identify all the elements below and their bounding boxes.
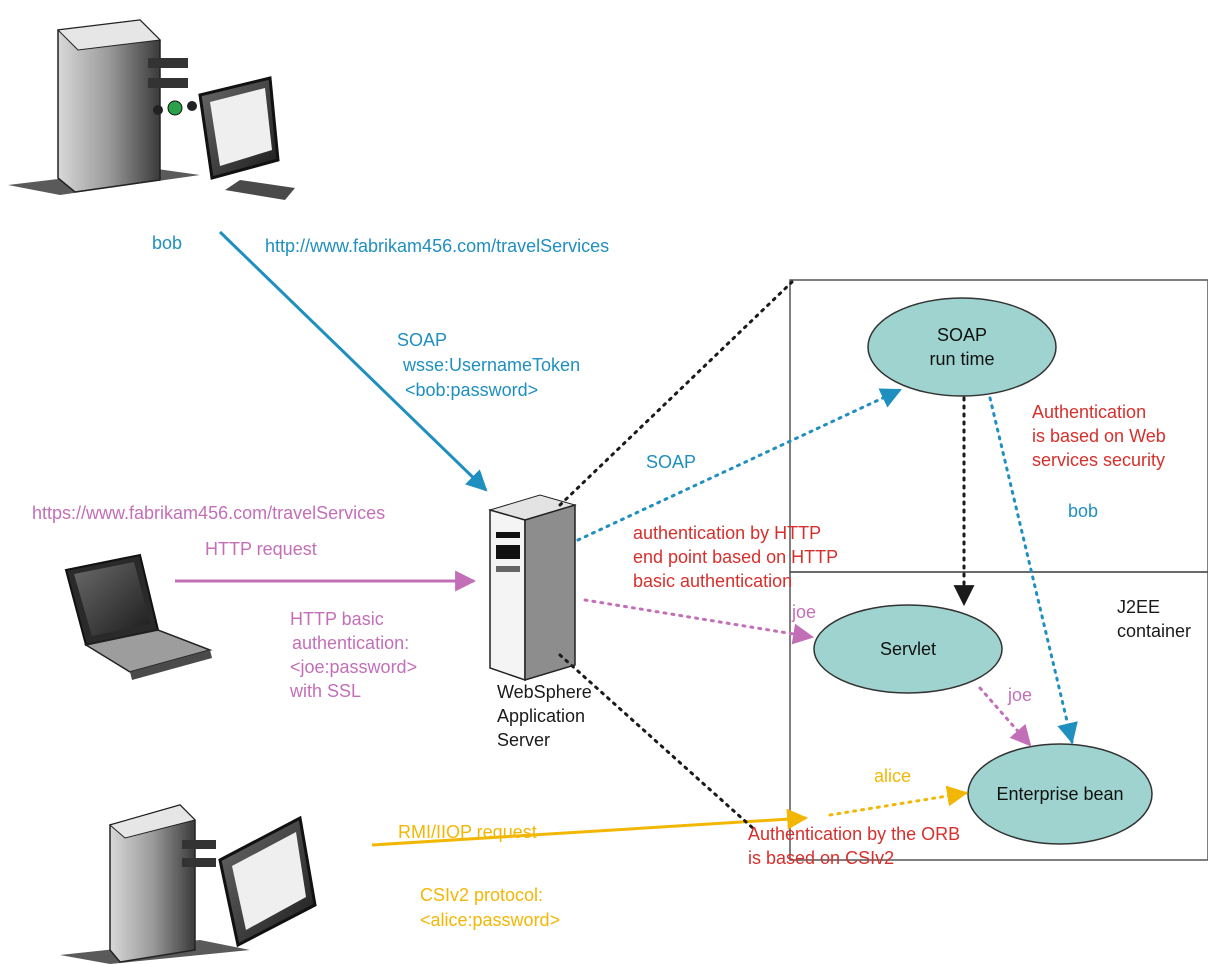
soap-runtime-line2: run time	[929, 349, 995, 369]
soap-runtime-node	[867, 297, 1057, 397]
servlet-label: Servlet	[879, 639, 937, 659]
alice-protocol-label: CSIv2 protocol:	[420, 885, 544, 905]
server-label-line2: Application	[497, 706, 586, 726]
runtime-to-bean-arrow	[988, 396, 1078, 745]
http-auth-note-2: end point based on HTTP	[633, 547, 839, 567]
bob-protocol-label: SOAP	[397, 330, 448, 350]
bob-token-label: wsse:UsernameToken	[403, 355, 581, 375]
alice-request-label: RMI/IIOP request	[398, 822, 537, 842]
joe-auth-line1: HTTP basic	[290, 609, 384, 629]
joe-identity-label-2: joe	[1008, 685, 1033, 705]
orb-auth-note-1: Authentication by the ORB	[748, 824, 961, 844]
joe-request-label: HTTP request	[205, 539, 317, 559]
ws-security-note-3: services security	[1032, 450, 1166, 470]
server-to-soap-box-dotted	[558, 280, 794, 507]
joe-url-label: https://www.fabrikam456.com/travelServic…	[32, 503, 386, 523]
http-auth-note-3: basic authentication	[633, 571, 793, 591]
servlet-to-bean-arrow	[978, 686, 1032, 747]
soap-runtime-line1: SOAP	[936, 325, 988, 345]
container-label-line2: container	[1117, 621, 1192, 641]
alice-credential-label: <alice:password>	[420, 910, 561, 930]
ws-security-note-1: Authentication	[1032, 402, 1147, 422]
orb-auth-note-2: is based on CSIv2	[748, 848, 895, 868]
alice-identity-label: alice	[874, 766, 912, 786]
bob-identity-label: bob	[1068, 501, 1099, 521]
server-to-orb-dotted	[558, 653, 757, 832]
orb-to-bean-arrow	[828, 785, 969, 817]
joe-auth-line2: authentication:	[292, 633, 410, 653]
soap-arrow-label: SOAP	[646, 452, 697, 472]
http-auth-note-1: authentication by HTTP	[633, 523, 822, 543]
joe-credential-label: <joe:password>	[290, 657, 418, 677]
soap-request-arrow	[218, 230, 488, 492]
server-label-line3: Server	[497, 730, 551, 750]
bob-computer-icon	[8, 19, 295, 200]
j2ee-container-box	[789, 571, 1208, 861]
container-label-line1: J2EE	[1117, 597, 1161, 617]
server-label-line1: WebSphere	[497, 682, 592, 702]
ws-security-note-2: is based on Web	[1032, 426, 1166, 446]
alice-computer-icon	[60, 804, 317, 964]
bob-credential-label: <bob:password>	[405, 380, 539, 400]
websphere-server-icon	[488, 494, 577, 682]
joe-laptop-icon	[64, 553, 213, 680]
joe-ssl-label: with SSL	[290, 681, 362, 701]
soap-to-runtime-arrow	[576, 388, 902, 542]
rmi-request-arrow	[371, 808, 809, 847]
bob-url-label: http://www.fabrikam456.com/travelService…	[265, 236, 610, 256]
enterprise-bean-label: Enterprise bean	[996, 784, 1124, 804]
servlet-node	[813, 604, 1003, 694]
container-boxes	[789, 279, 1208, 861]
bob-user-label: bob	[152, 233, 183, 253]
http-to-servlet-arrow	[583, 598, 815, 645]
joe-identity-label-1: joe	[792, 602, 817, 622]
